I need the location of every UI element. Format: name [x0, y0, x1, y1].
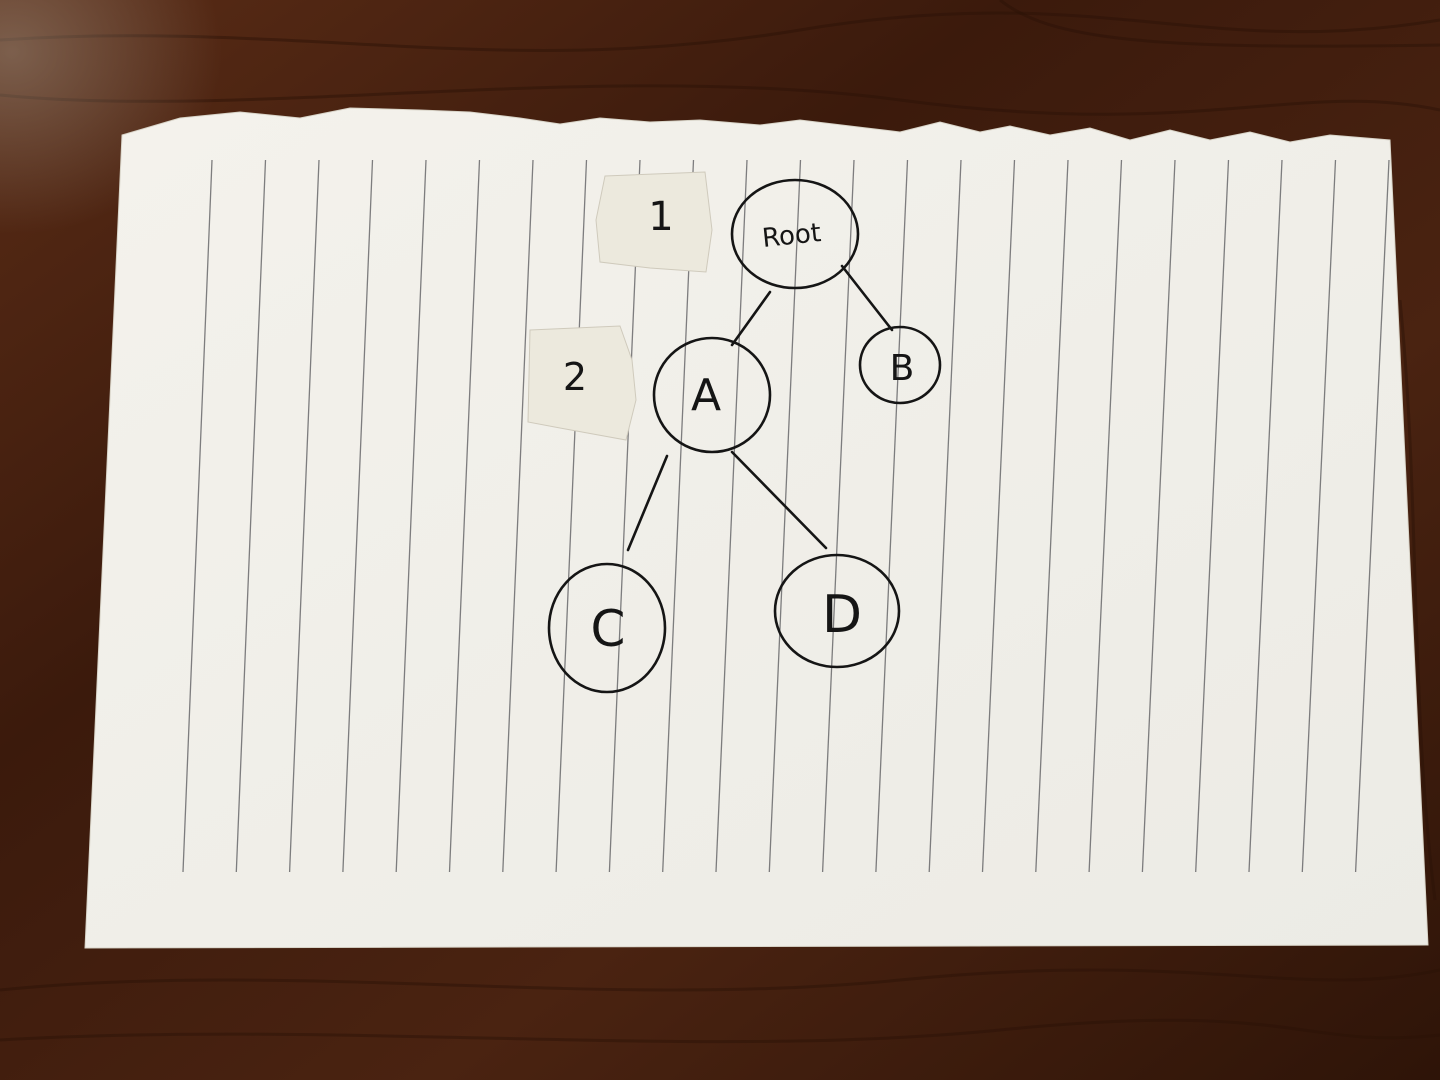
- node-a: A: [652, 336, 772, 454]
- ruled-line: [608, 159, 641, 873]
- ruled-line: [288, 159, 320, 873]
- tag-1-label: 1: [648, 194, 673, 240]
- ruled-line: [928, 159, 962, 873]
- tag-2: 2: [527, 325, 637, 441]
- ruled-line: [1088, 159, 1123, 873]
- tag-1-paper: [595, 171, 713, 273]
- ruled-line: [555, 159, 588, 873]
- node-d-circle: [773, 553, 901, 669]
- edge-a-c: [626, 454, 669, 552]
- node-a-circle: [652, 336, 772, 454]
- tag-1: 1: [595, 171, 713, 273]
- node-b-label: B: [890, 348, 915, 389]
- node-a-label: A: [691, 370, 721, 421]
- ruled-line: [1035, 159, 1069, 873]
- node-root: Root: [730, 178, 860, 290]
- ruled-line: [821, 159, 855, 873]
- edge-root-a: [730, 290, 772, 347]
- ruled-line: [1195, 159, 1230, 873]
- ruled-line: [1354, 159, 1390, 873]
- ruled-line: [981, 159, 1016, 873]
- node-c: C: [547, 562, 667, 694]
- node-root-circle: [730, 178, 860, 290]
- tag-2-paper: [527, 325, 637, 441]
- ruled-line: [715, 159, 748, 873]
- ruled-line: [1248, 159, 1283, 873]
- ruled-line: [1141, 159, 1176, 873]
- tag-2-label: 2: [563, 355, 587, 399]
- ruled-line: [342, 159, 374, 873]
- node-c-circle: [547, 562, 667, 694]
- node-d-label: D: [822, 585, 862, 645]
- ruled-line: [395, 159, 427, 873]
- ruled-line: [875, 159, 909, 873]
- node-c-label: C: [591, 600, 626, 658]
- edge-a-d: [730, 450, 828, 550]
- paper-sheet: [84, 107, 1429, 949]
- ruled-line: [768, 159, 802, 873]
- tree-edges: [626, 264, 894, 552]
- ruled-lines: [182, 159, 1390, 873]
- ruled-line: [1301, 159, 1337, 873]
- ruled-line: [448, 159, 481, 873]
- ruled-line: [502, 159, 534, 873]
- edge-root-b: [840, 264, 894, 332]
- ruled-line: [662, 159, 695, 873]
- node-root-label: Root: [761, 218, 823, 254]
- node-d: D: [773, 553, 901, 669]
- ruled-line: [182, 159, 213, 873]
- node-b-circle: [858, 325, 942, 405]
- ruled-line: [235, 159, 267, 873]
- node-b: B: [858, 325, 942, 405]
